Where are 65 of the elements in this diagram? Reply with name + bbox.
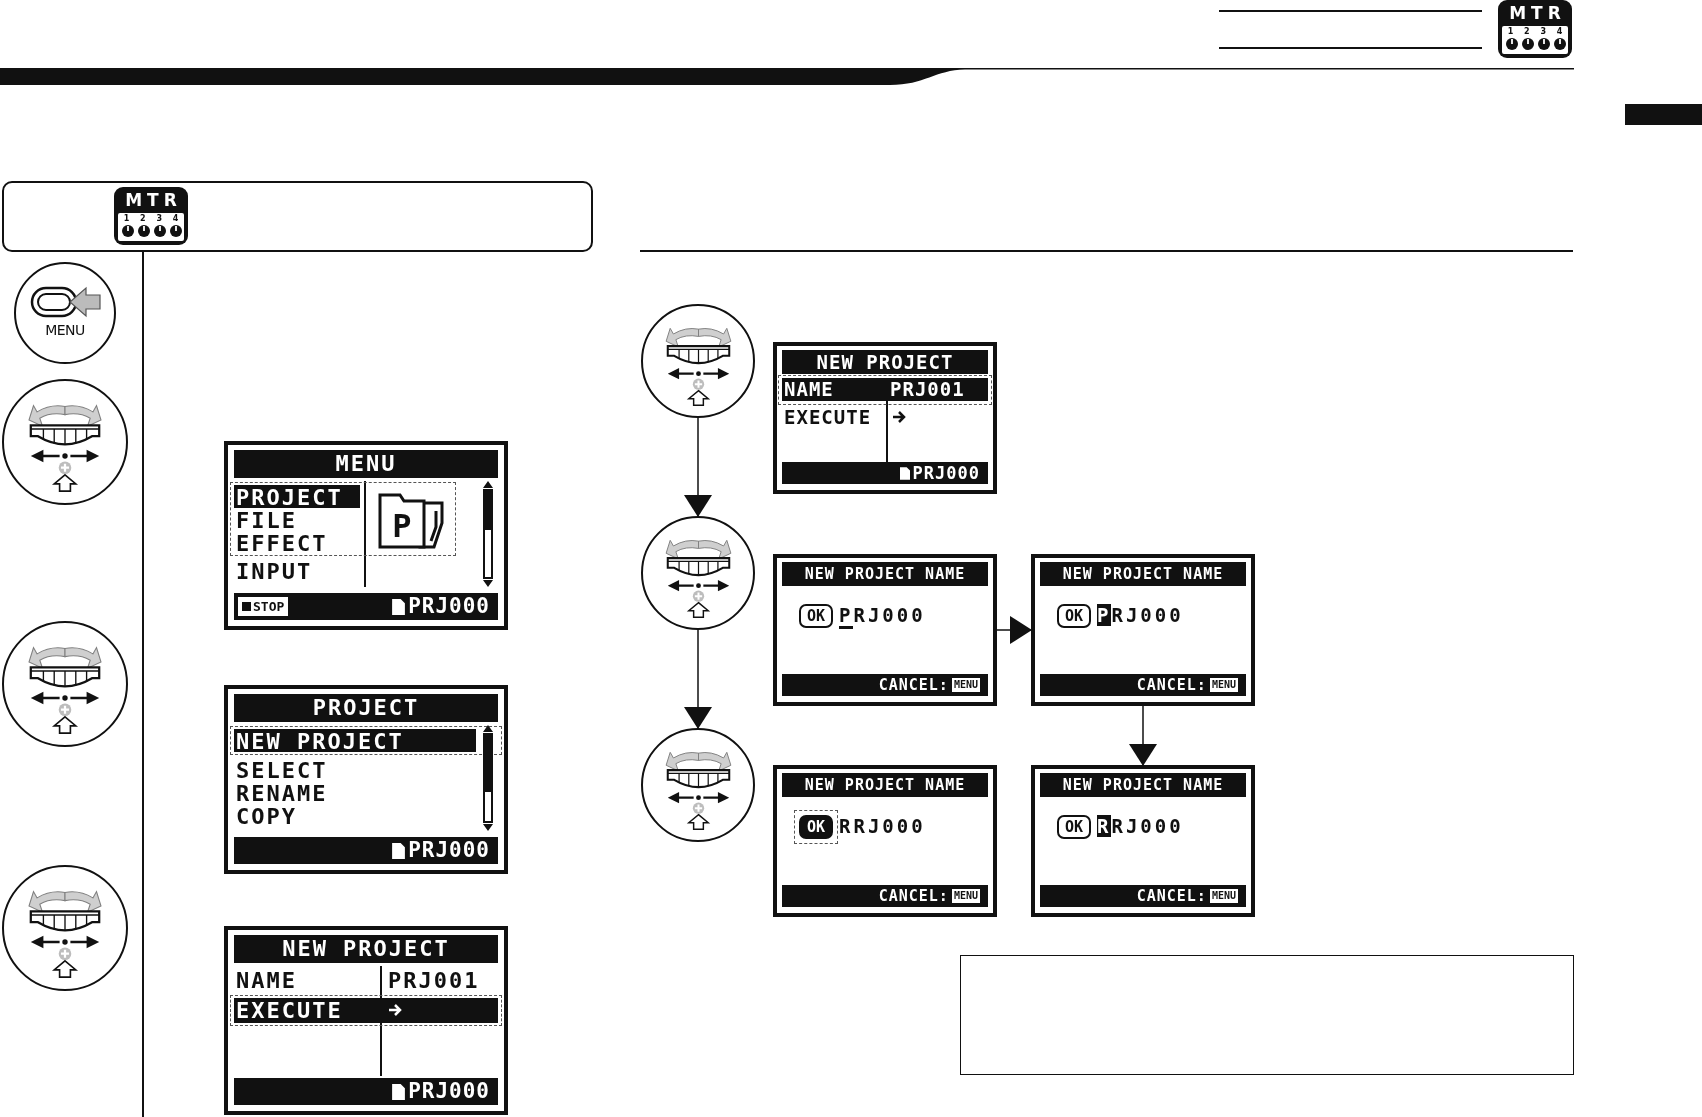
note-box (960, 955, 1574, 1075)
field-label: EXECUTE (236, 998, 343, 1023)
project-name: PRJ000 (1097, 604, 1184, 628)
file-name: PRJ000 (912, 464, 980, 482)
mode-badge (114, 187, 188, 245)
file-name: PRJ000 (408, 840, 490, 861)
mode-badge (1498, 0, 1572, 58)
menu-item: SELECT (236, 758, 328, 781)
ok-key: OK (799, 604, 833, 628)
lcd-screen (224, 441, 508, 630)
lcd-screen (224, 685, 508, 874)
screen-title: NEW PROJECT NAME (1040, 773, 1246, 797)
stop-label: STOP (253, 599, 285, 614)
lcd-screen (773, 554, 997, 706)
field-label: NAME (236, 968, 297, 992)
lcd-screen (773, 342, 997, 494)
screen-title: NEW PROJECT (234, 935, 498, 963)
field-label: NAME (784, 378, 834, 401)
channel-numbers: 1 2 3 4 (123, 214, 179, 223)
ok-key: OK (1057, 815, 1091, 839)
menu-key: MENU (951, 678, 980, 692)
lcd-screen (1031, 765, 1255, 917)
menu-key: MENU (1209, 889, 1238, 903)
menu-item: INPUT (236, 559, 313, 582)
key-label: MENU (45, 322, 85, 338)
project-name: PRJ000 (839, 604, 926, 628)
menu-item: COPY (236, 804, 297, 827)
ok-key: OK (799, 815, 833, 839)
file-name: PRJ000 (408, 1081, 490, 1102)
menu-key: MENU (1209, 678, 1238, 692)
badge-text: MTR (1508, 3, 1566, 23)
arrow (684, 629, 712, 729)
menu-item: PROJECT (234, 485, 360, 508)
file-name: PRJ000 (408, 596, 490, 617)
field-value: PRJ001 (890, 378, 965, 401)
menu-item: RENAME (236, 781, 328, 804)
cancel-label: CANCEL: (878, 677, 949, 693)
screen-title: NEW PROJECT NAME (782, 562, 988, 586)
arrow (684, 417, 712, 517)
lcd-screen (224, 926, 508, 1115)
cancel-label: CANCEL: (1136, 888, 1207, 904)
lcd-screen (1031, 554, 1255, 706)
menu-item: NEW PROJECT (234, 729, 476, 752)
screen-title: NEW PROJECT NAME (782, 773, 988, 797)
field-label: EXECUTE (784, 406, 872, 428)
arrow (1129, 705, 1157, 766)
menu-item: FILE (236, 508, 297, 531)
screen-title: NEW PROJECT NAME (1040, 562, 1246, 586)
header-box (2, 181, 593, 252)
cancel-label: CANCEL: (878, 888, 949, 904)
channel-numbers: 1 2 3 4 (1507, 27, 1563, 36)
screen-title: PROJECT (234, 694, 498, 722)
arrow (996, 616, 1032, 644)
project-name: RRJ000 (1097, 815, 1184, 839)
field-value: PRJ001 (388, 968, 480, 992)
screen-title: NEW PROJECT (782, 350, 988, 374)
badge-text: MTR (124, 190, 182, 210)
icon-letter: P (392, 507, 412, 545)
screen-title: MENU (234, 450, 498, 478)
menu-item: EFFECT (236, 531, 328, 554)
menu-key: MENU (951, 889, 980, 903)
lcd-screen (773, 765, 997, 917)
project-name: RRJ000 (839, 815, 926, 839)
ok-key: OK (1057, 604, 1091, 628)
cancel-label: CANCEL: (1136, 677, 1207, 693)
